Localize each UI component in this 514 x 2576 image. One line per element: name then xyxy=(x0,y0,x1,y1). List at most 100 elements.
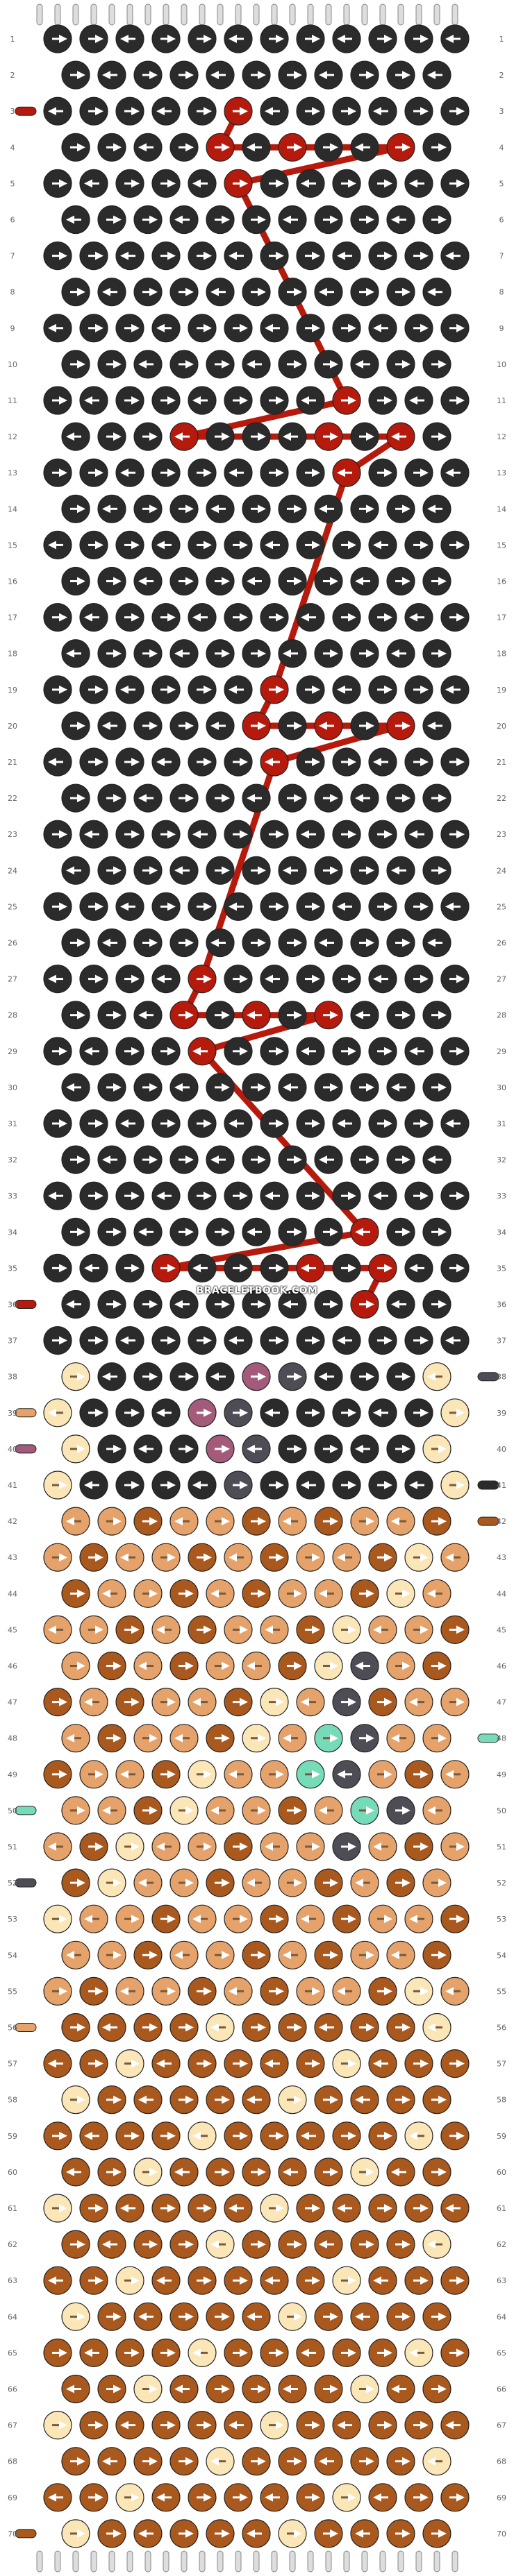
knot xyxy=(61,928,90,958)
knot xyxy=(151,1543,181,1572)
knot xyxy=(206,783,235,813)
row-number-right: 62 xyxy=(497,2240,506,2249)
knot xyxy=(43,1471,72,1500)
knot xyxy=(260,2338,289,2367)
knot xyxy=(61,1507,90,1536)
knot xyxy=(440,2338,470,2367)
knot xyxy=(422,2085,451,2115)
knot xyxy=(43,2194,72,2223)
knot xyxy=(79,96,108,126)
knot xyxy=(386,1724,415,1753)
knot xyxy=(440,2049,470,2078)
knot xyxy=(260,1543,289,1572)
knot xyxy=(260,1832,289,1861)
knot xyxy=(440,747,470,777)
knot xyxy=(440,314,470,343)
knot xyxy=(296,1615,325,1644)
knot xyxy=(386,1651,415,1681)
knot xyxy=(422,1796,451,1825)
knot xyxy=(79,1037,108,1066)
row-number-right: 50 xyxy=(497,1806,506,1815)
knot xyxy=(97,1796,126,1825)
string-entry-tab xyxy=(15,2529,37,2539)
knot xyxy=(169,1940,199,1969)
row-number-left: 33 xyxy=(8,1192,17,1201)
knot xyxy=(350,711,379,740)
knot xyxy=(386,1868,415,1897)
knot xyxy=(242,1507,271,1536)
knot xyxy=(368,2338,397,2367)
knot xyxy=(61,856,90,885)
knot xyxy=(115,2483,144,2512)
knot xyxy=(350,1001,379,1030)
knot xyxy=(169,1073,199,1102)
knot xyxy=(169,1724,199,1753)
knot xyxy=(296,747,325,777)
row-number-right: 13 xyxy=(497,468,506,477)
knot xyxy=(422,133,451,162)
knot xyxy=(133,1001,163,1030)
row-number-right: 2 xyxy=(499,71,504,80)
knot xyxy=(314,2230,343,2259)
knot xyxy=(260,2483,289,2512)
knot xyxy=(79,1832,108,1861)
knot xyxy=(422,1362,451,1391)
knot xyxy=(260,386,289,415)
row-number-left: 68 xyxy=(8,2457,17,2466)
knot xyxy=(314,494,343,523)
knot xyxy=(206,1579,235,1608)
knot xyxy=(350,1073,379,1102)
knot xyxy=(133,278,163,307)
row-number-left: 61 xyxy=(8,2204,17,2213)
knot xyxy=(169,2158,199,2187)
knot xyxy=(224,892,253,922)
knot xyxy=(296,1109,325,1138)
row-number-left: 32 xyxy=(8,1155,17,1164)
knot xyxy=(350,1507,379,1536)
knot xyxy=(314,1796,343,1825)
knot xyxy=(79,675,108,704)
knot xyxy=(97,494,126,523)
knot xyxy=(79,2266,108,2295)
knot xyxy=(224,1181,253,1210)
knot xyxy=(404,2411,433,2440)
knot xyxy=(169,1217,199,1246)
row-number-right: 25 xyxy=(497,902,506,911)
row-number-left: 21 xyxy=(8,758,17,767)
knot xyxy=(386,60,415,90)
knot xyxy=(61,2374,90,2404)
knot xyxy=(43,1253,72,1283)
row-number-right: 1 xyxy=(499,35,504,44)
knot xyxy=(260,747,289,777)
knot xyxy=(260,1037,289,1066)
row-number-right: 40 xyxy=(497,1445,506,1454)
row-number-left: 39 xyxy=(8,1409,17,1418)
knot xyxy=(332,386,361,415)
knot xyxy=(115,1253,144,1283)
row-number-right: 7 xyxy=(499,252,504,261)
string-entry-tab xyxy=(15,1444,37,1454)
row-number-left: 7 xyxy=(10,252,15,261)
knot xyxy=(296,458,325,487)
row-number-left: 8 xyxy=(10,288,15,297)
row-number-right: 42 xyxy=(497,1517,506,1526)
row-number-left: 41 xyxy=(8,1481,17,1490)
knot xyxy=(151,1253,181,1283)
row-number-right: 39 xyxy=(497,1409,506,1418)
knot xyxy=(224,2049,253,2078)
row-number-right: 21 xyxy=(497,758,506,767)
knot xyxy=(115,1760,144,1789)
row-number-right: 58 xyxy=(497,2096,506,2105)
knot xyxy=(422,856,451,885)
knot xyxy=(296,2338,325,2367)
knot xyxy=(133,350,163,379)
row-number-right: 15 xyxy=(497,541,506,550)
knot xyxy=(151,1688,181,1717)
knot xyxy=(43,820,72,849)
row-number-right: 23 xyxy=(497,830,506,839)
knot xyxy=(332,1253,361,1283)
knot xyxy=(260,1325,289,1355)
knot xyxy=(43,530,72,560)
knot xyxy=(440,169,470,198)
row-number-left: 15 xyxy=(8,541,17,550)
